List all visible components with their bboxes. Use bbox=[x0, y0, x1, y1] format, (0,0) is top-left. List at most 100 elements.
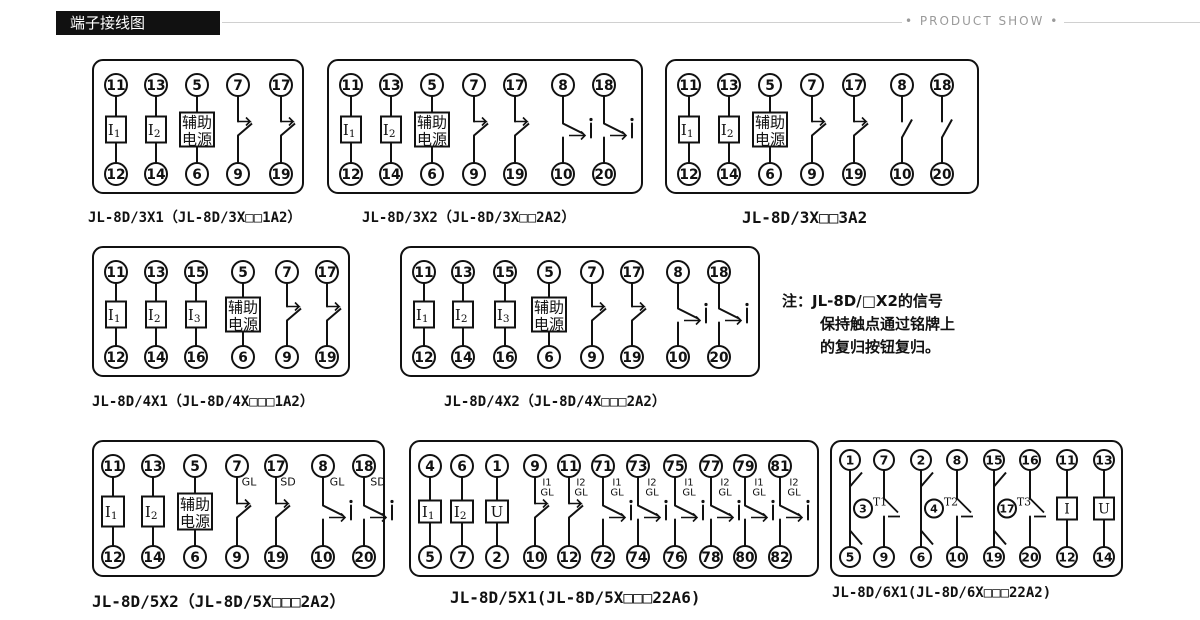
caption-p7: JL-8D/5X1(JL-8D/5X□□□22A6) bbox=[450, 588, 701, 607]
header-divider-right bbox=[1064, 22, 1200, 23]
contact-blade bbox=[514, 122, 530, 137]
caption-p8: JL-8D/6X1(JL-8D/6X□□□22A2) bbox=[832, 585, 1052, 601]
terminal-number: 20 bbox=[354, 550, 373, 566]
terminal-number: 14 bbox=[381, 167, 400, 183]
terminal-number: 17 bbox=[317, 265, 336, 281]
terminal-number: 78 bbox=[701, 550, 720, 566]
terminal-number: 5 bbox=[765, 78, 775, 94]
box-label-sub: 2 bbox=[389, 128, 396, 140]
terminal-circle bbox=[231, 345, 255, 369]
terminal-circle bbox=[983, 449, 1005, 471]
terminal-number: 13 bbox=[1095, 453, 1112, 468]
latch-label: GL bbox=[610, 488, 624, 499]
terminal-number: 7 bbox=[469, 78, 479, 94]
terminal-circle bbox=[339, 73, 363, 97]
component-box bbox=[105, 115, 127, 144]
terminal-circle bbox=[523, 454, 547, 478]
latch-dot bbox=[745, 302, 749, 307]
terminal-circle bbox=[717, 73, 741, 97]
box-label-sub: 1 bbox=[114, 313, 121, 325]
terminal-number: 12 bbox=[106, 350, 125, 366]
box-label-sub: 2 bbox=[154, 128, 161, 140]
box-label-sub: 1 bbox=[349, 128, 356, 140]
terminal-circle bbox=[269, 73, 293, 97]
terminal-number: 16 bbox=[1021, 453, 1039, 468]
terminal-circle bbox=[1056, 546, 1078, 568]
terminal-number: 9 bbox=[282, 350, 292, 366]
terminal-circle bbox=[485, 545, 509, 569]
component-box bbox=[718, 115, 740, 144]
latch-blade bbox=[779, 504, 801, 517]
terminal-circle bbox=[1093, 546, 1115, 568]
terminal-number: 12 bbox=[559, 550, 578, 566]
terminal-circle bbox=[144, 73, 168, 97]
header-divider bbox=[222, 22, 902, 23]
latch-blade bbox=[603, 122, 625, 135]
terminal-number: 5 bbox=[544, 265, 554, 281]
terminal-number: 18 bbox=[594, 78, 613, 94]
contact-hook bbox=[632, 301, 646, 312]
box-label-sub: 2 bbox=[460, 510, 467, 522]
terminal-circle bbox=[462, 73, 486, 97]
terminal-circle bbox=[800, 73, 824, 97]
contact-hook bbox=[238, 116, 252, 127]
terminal-number: 7 bbox=[807, 78, 817, 94]
terminal-number: 7 bbox=[233, 78, 243, 94]
timer-contact-upper bbox=[920, 471, 934, 488]
terminal-number: 9 bbox=[530, 459, 540, 475]
terminal-number: 16 bbox=[186, 350, 205, 366]
timer-delay-contact bbox=[1029, 497, 1046, 518]
latch-label: I1 bbox=[754, 478, 763, 489]
latch-label: GL bbox=[752, 488, 766, 499]
terminal-number: 10 bbox=[892, 167, 911, 183]
timer-label: T2 bbox=[944, 496, 958, 509]
note-line-2: 保持触点通过铭牌上 bbox=[820, 315, 956, 333]
contact-label: I2 bbox=[576, 478, 585, 489]
box-label-sub: 1 bbox=[428, 510, 435, 522]
latch-blade bbox=[710, 504, 732, 517]
terminal-number: 14 bbox=[143, 550, 162, 566]
component-box bbox=[145, 300, 167, 329]
note-text: 注：JL-8D/□X2的信号 保持触点通过铭牌上 的复归按钮复归。 bbox=[782, 290, 955, 359]
terminal-number: 14 bbox=[1095, 550, 1113, 565]
terminal-number: 7 bbox=[457, 550, 467, 566]
terminal-circle bbox=[537, 260, 561, 284]
terminal-number: 7 bbox=[232, 459, 242, 475]
terminal-circle bbox=[839, 449, 861, 471]
contact-hook bbox=[237, 498, 251, 509]
latch-label: GL bbox=[787, 488, 801, 499]
latch-dot bbox=[704, 302, 708, 307]
panel-frame bbox=[92, 440, 385, 577]
component-box bbox=[678, 115, 700, 144]
timer-contact-upper bbox=[849, 471, 863, 488]
terminal-circle bbox=[733, 545, 757, 569]
contact-blade bbox=[568, 504, 584, 519]
terminal-number: 4 bbox=[425, 459, 435, 475]
terminal-number: 77 bbox=[701, 459, 720, 475]
aux-power-box bbox=[179, 111, 215, 148]
terminal-circle bbox=[226, 162, 250, 186]
terminal-circle bbox=[264, 454, 288, 478]
contact-label: GL bbox=[574, 488, 588, 499]
timer-delay-contact bbox=[956, 497, 973, 518]
timer-mid-number: 17 bbox=[999, 503, 1014, 516]
terminal-number: 73 bbox=[628, 459, 647, 475]
terminal-circle bbox=[717, 162, 741, 186]
terminal-circle bbox=[800, 162, 824, 186]
box-label-sub: 2 bbox=[154, 313, 161, 325]
terminal-number: 10 bbox=[948, 550, 966, 565]
terminal-number: 11 bbox=[559, 459, 578, 475]
contact-label: SD bbox=[280, 476, 295, 489]
latch-arrow bbox=[644, 512, 662, 523]
terminal-circle bbox=[101, 454, 125, 478]
terminal-circle bbox=[450, 545, 474, 569]
component-box bbox=[450, 499, 474, 524]
latch-label: GL bbox=[330, 476, 346, 489]
terminal-circle bbox=[144, 260, 168, 284]
terminal-number: 76 bbox=[665, 550, 684, 566]
terminal-circle bbox=[890, 162, 914, 186]
latch-arrow bbox=[610, 130, 628, 141]
terminal-circle bbox=[758, 73, 782, 97]
terminal-number: 8 bbox=[673, 265, 683, 281]
terminal-number: 6 bbox=[192, 167, 202, 183]
